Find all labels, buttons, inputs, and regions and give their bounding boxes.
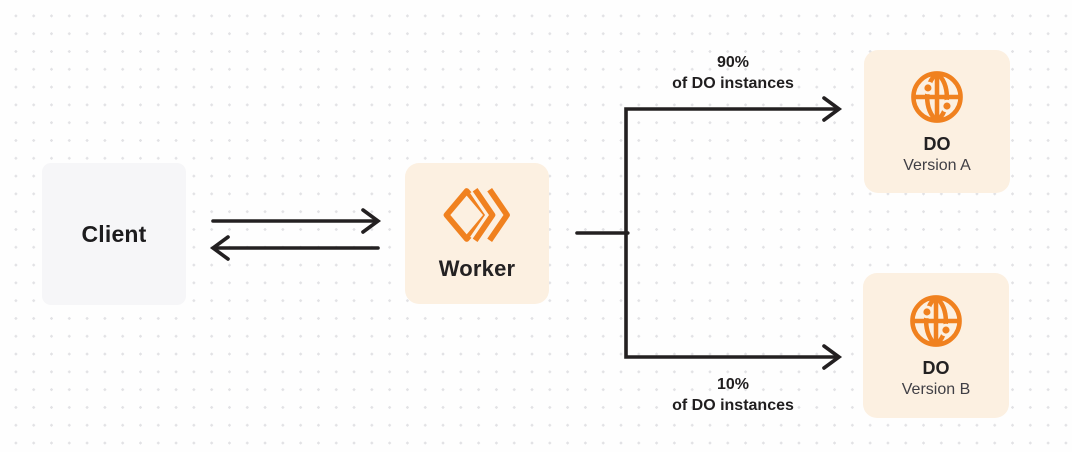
worker-label: Worker bbox=[438, 256, 516, 281]
client-label: Client bbox=[81, 220, 147, 247]
top-branch-label: 90% of DO instances bbox=[672, 52, 794, 94]
top-branch-percent: 90% bbox=[716, 54, 750, 71]
do-version-b-title: DO bbox=[922, 357, 950, 378]
workers-icon bbox=[443, 186, 511, 244]
do-version-b-subtitle: Version B bbox=[901, 380, 971, 398]
bottom-branch-line bbox=[624, 231, 837, 359]
bottom-branch-percent: 10% bbox=[716, 376, 750, 393]
do-version-a-title: DO bbox=[923, 133, 951, 154]
top-branch-caption: of DO instances bbox=[672, 75, 794, 92]
bottom-branch-arrowhead bbox=[822, 344, 843, 370]
client-node: Client bbox=[42, 163, 186, 305]
do-version-b-node: DO Version B bbox=[863, 273, 1009, 418]
globe-icon bbox=[911, 70, 963, 123]
top-branch-arrowhead bbox=[822, 96, 843, 122]
client-to-worker-arrowhead bbox=[361, 208, 382, 234]
do-version-a-node: DO Version A bbox=[864, 50, 1010, 193]
worker-to-client-arrowhead bbox=[209, 235, 230, 261]
globe-icon bbox=[910, 294, 962, 347]
top-branch-line bbox=[624, 107, 837, 235]
bottom-branch-label: 10% of DO instances bbox=[672, 374, 794, 416]
worker-node: Worker bbox=[405, 163, 549, 304]
do-version-a-subtitle: Version A bbox=[903, 156, 971, 174]
bottom-branch-caption: of DO instances bbox=[672, 397, 794, 414]
